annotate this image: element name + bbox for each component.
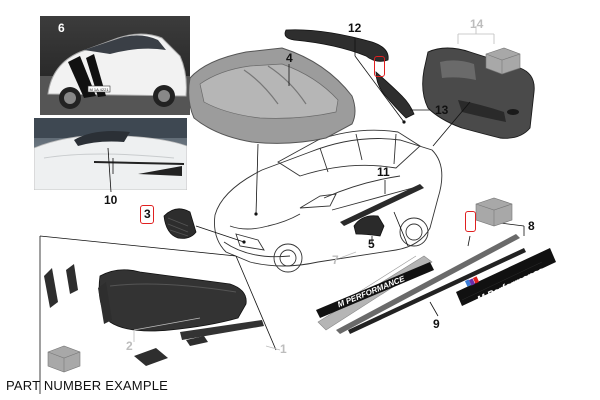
callout-4: 4 [286, 51, 293, 65]
photo-car-front-stripes: M 1A 4221 [40, 16, 190, 115]
callout-9: 9 [433, 317, 440, 331]
part-canards [44, 264, 112, 324]
side-photo-illustration [34, 118, 187, 190]
callout-2: 2 [126, 339, 133, 353]
part-11-side-stripe [340, 184, 424, 226]
part-1-front-splitter [98, 269, 264, 340]
leader-9 [429, 301, 439, 317]
callout-10: 10 [104, 193, 118, 207]
license-plate-text: M 1A 4221 [89, 87, 109, 92]
group-1-bracket [39, 235, 277, 394]
part-9-long-stripe [336, 234, 526, 334]
callout-5: 5 [368, 237, 375, 251]
leader-12 [354, 55, 405, 123]
part-3-kidney-grille [163, 208, 197, 239]
car-outline [214, 129, 443, 273]
box-icon-1 [47, 345, 81, 373]
callout-1: 1 [280, 342, 287, 356]
part-5-mirror-cap [353, 215, 385, 237]
callout-6: 6 [58, 21, 65, 35]
part-2-air-intake [134, 336, 208, 366]
callout-8: 8 [528, 219, 535, 233]
photo-side-fender-detail [34, 118, 187, 190]
car-photo-illustration: M 1A 4221 [40, 33, 190, 115]
footer-caption: PART NUMBER EXAMPLE [6, 378, 169, 393]
callout-12: 12 [348, 21, 362, 35]
leader-4-to-car [255, 143, 259, 215]
box-icon-8 [475, 197, 513, 227]
callout-3: 3 [144, 207, 151, 221]
callout-13: 13 [435, 103, 449, 117]
highlight-box-8 [465, 211, 476, 232]
part-4-hood [188, 47, 356, 144]
box-icon-14 [485, 47, 521, 75]
callout-11: 11 [377, 165, 390, 179]
leader-3 [195, 225, 245, 243]
part-13-spoiler-end [375, 71, 415, 119]
highlight-spoiler-end [374, 56, 385, 77]
highlight-callout-3 [140, 205, 154, 224]
part-12-roof-spoiler [284, 29, 389, 62]
callout-7: 7 [332, 253, 339, 267]
leader-10 [107, 147, 112, 193]
callout-14: 14 [470, 17, 484, 31]
leader-14-car [432, 101, 471, 147]
